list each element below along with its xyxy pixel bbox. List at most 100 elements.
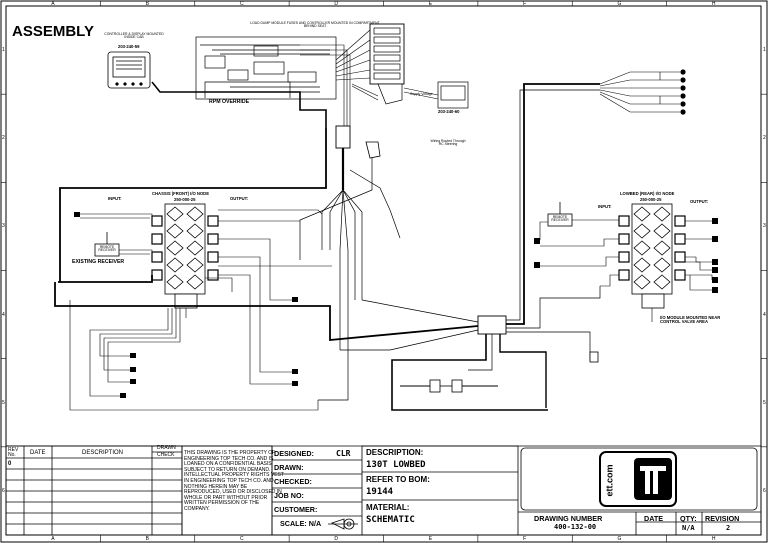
node-port — [653, 274, 671, 290]
controller-box-label: CONTROLLER & DISPLAY MOUNTED INSIDE CAB — [104, 32, 164, 40]
grid-row-2-left: 2 — [2, 135, 5, 142]
node-port — [186, 274, 204, 290]
top-right-harness — [599, 71, 680, 113]
node-port — [166, 257, 184, 273]
grid-col-a-top: A — [51, 1, 55, 7]
controller-display — [107, 51, 151, 89]
node-port — [653, 223, 671, 239]
chassis-wiring — [58, 209, 332, 411]
lowbed-wiring — [539, 219, 713, 322]
grid-row-3-left: 3 — [2, 223, 5, 230]
chassis-input-label: INPUT: — [108, 196, 122, 201]
grid-col-d-bottom: D — [334, 536, 338, 542]
io-module-label: I/O MODULE MOUNTED NEAR CONTROL VALVE AR… — [660, 315, 721, 325]
revision-label: REVISION — [705, 514, 740, 523]
rev-header: REV No. — [8, 447, 19, 458]
node-port — [166, 206, 184, 222]
rpm-override-label: RPM OVERRIDE — [209, 99, 250, 105]
page-title: ASSEMBLY — [12, 23, 94, 40]
grid-row-6-right: 6 — [763, 487, 766, 494]
description-label: DESCRIPTION: — [366, 448, 424, 457]
projection-symbol — [328, 518, 358, 530]
lowbed-output-label: OUTPUT: — [690, 199, 709, 204]
property-notice: THIS DRAWING IS THE PROPERTY OF ENGINEER… — [184, 450, 284, 512]
node-port — [186, 257, 204, 273]
grid-row-5-right: 5 — [763, 399, 766, 406]
centre-bulkhead — [54, 83, 601, 411]
logo-text: ett.com — [604, 464, 615, 497]
load-dump-label: LOAD DUMP MODULE FUSES AND CONTROLLER MO… — [250, 21, 380, 29]
chassis-connectors — [74, 212, 298, 398]
customer-label: CUSTOMER: — [274, 505, 318, 514]
grid-row-4-left: 4 — [2, 311, 5, 318]
node-port — [653, 257, 671, 273]
grid-col-f-top: F — [523, 1, 527, 7]
date-label: DATE — [644, 514, 664, 523]
drawn-header: DRAWN — [157, 445, 176, 451]
checked-label: CHECKED: — [274, 477, 312, 486]
grid-col-a-bottom: A — [51, 536, 55, 542]
node-port — [633, 206, 651, 222]
date-header: DATE — [30, 450, 46, 456]
qty-label: QTY: — [680, 514, 697, 523]
grid-col-g-top: G — [617, 1, 622, 7]
material-label: MATERIAL: — [366, 503, 410, 512]
grid-col-e-top: E — [428, 1, 433, 7]
grid-col-g-bottom: G — [617, 536, 622, 542]
rev-value: 0 — [8, 461, 12, 467]
grid-col-f-bottom: F — [523, 536, 527, 542]
supply-voltage-label: Supply Voltage — [410, 92, 433, 96]
node-port — [633, 257, 651, 273]
description-value: 130T LOWBED — [366, 460, 426, 470]
grid-row-3-right: 3 — [763, 223, 766, 230]
designed-value: CLR — [336, 449, 351, 458]
grid-row-1-left: 1 — [2, 47, 5, 54]
lowbed-input-label: INPUT: — [598, 204, 612, 209]
drawn-label: DRAWN: — [274, 463, 304, 472]
node-port — [633, 240, 651, 256]
grid-row-5-left: 5 — [2, 399, 5, 406]
node-port — [653, 206, 671, 222]
grid-row-6-left: 6 — [2, 487, 5, 494]
check-header: CHECK — [157, 452, 175, 458]
drawing-number-label: DRAWING NUMBER — [534, 514, 603, 523]
node-port — [633, 223, 651, 239]
grid-col-c-bottom: C — [239, 536, 244, 542]
grid-row-2-right: 2 — [763, 135, 766, 142]
top-right-connectors — [680, 69, 686, 115]
main-trunk — [59, 125, 401, 401]
node-port — [186, 223, 204, 239]
lowbed-node-label: LOWBED (REAR) I/O NODE — [620, 191, 675, 196]
node-port — [166, 223, 184, 239]
valve-sensors — [429, 351, 599, 393]
title-block — [5, 445, 761, 536]
harness-top — [151, 29, 439, 128]
bom-label: REFER TO BOM: — [366, 475, 430, 484]
wiring-routed-label: Wiring Routed Through HC Steering — [430, 139, 466, 147]
existing-receiver-label: EXISTING RECEIVER — [72, 259, 125, 265]
grid-row-4-right: 4 — [763, 311, 766, 318]
remote-receiver-right-label: REMOTE RECEIVER — [551, 215, 569, 223]
revision-value: 2 — [726, 524, 731, 532]
grid-col-b-bottom: B — [145, 536, 149, 542]
designed-label: DESIGNED: — [274, 449, 314, 458]
grid-col-e-bottom: E — [428, 536, 433, 542]
node-port — [633, 274, 651, 290]
chassis-output-label: OUTPUT: — [230, 196, 249, 201]
lowbed-part-label: 250-000-25 — [640, 197, 662, 202]
grid-col-b-top: B — [145, 1, 149, 7]
bom-value: 19144 — [366, 487, 394, 497]
description-header: DESCRIPTION — [82, 450, 124, 456]
ett-logo — [599, 451, 677, 507]
node-port — [186, 240, 204, 256]
load-dump-part-label: 203-240-60 — [438, 109, 460, 114]
job-label: JOB NO: — [274, 491, 304, 500]
grid-col-h-bottom: H — [711, 536, 716, 542]
material-value: SCHEMATIC — [366, 515, 415, 525]
load-dump-compartment — [195, 23, 469, 109]
node-port — [186, 206, 204, 222]
